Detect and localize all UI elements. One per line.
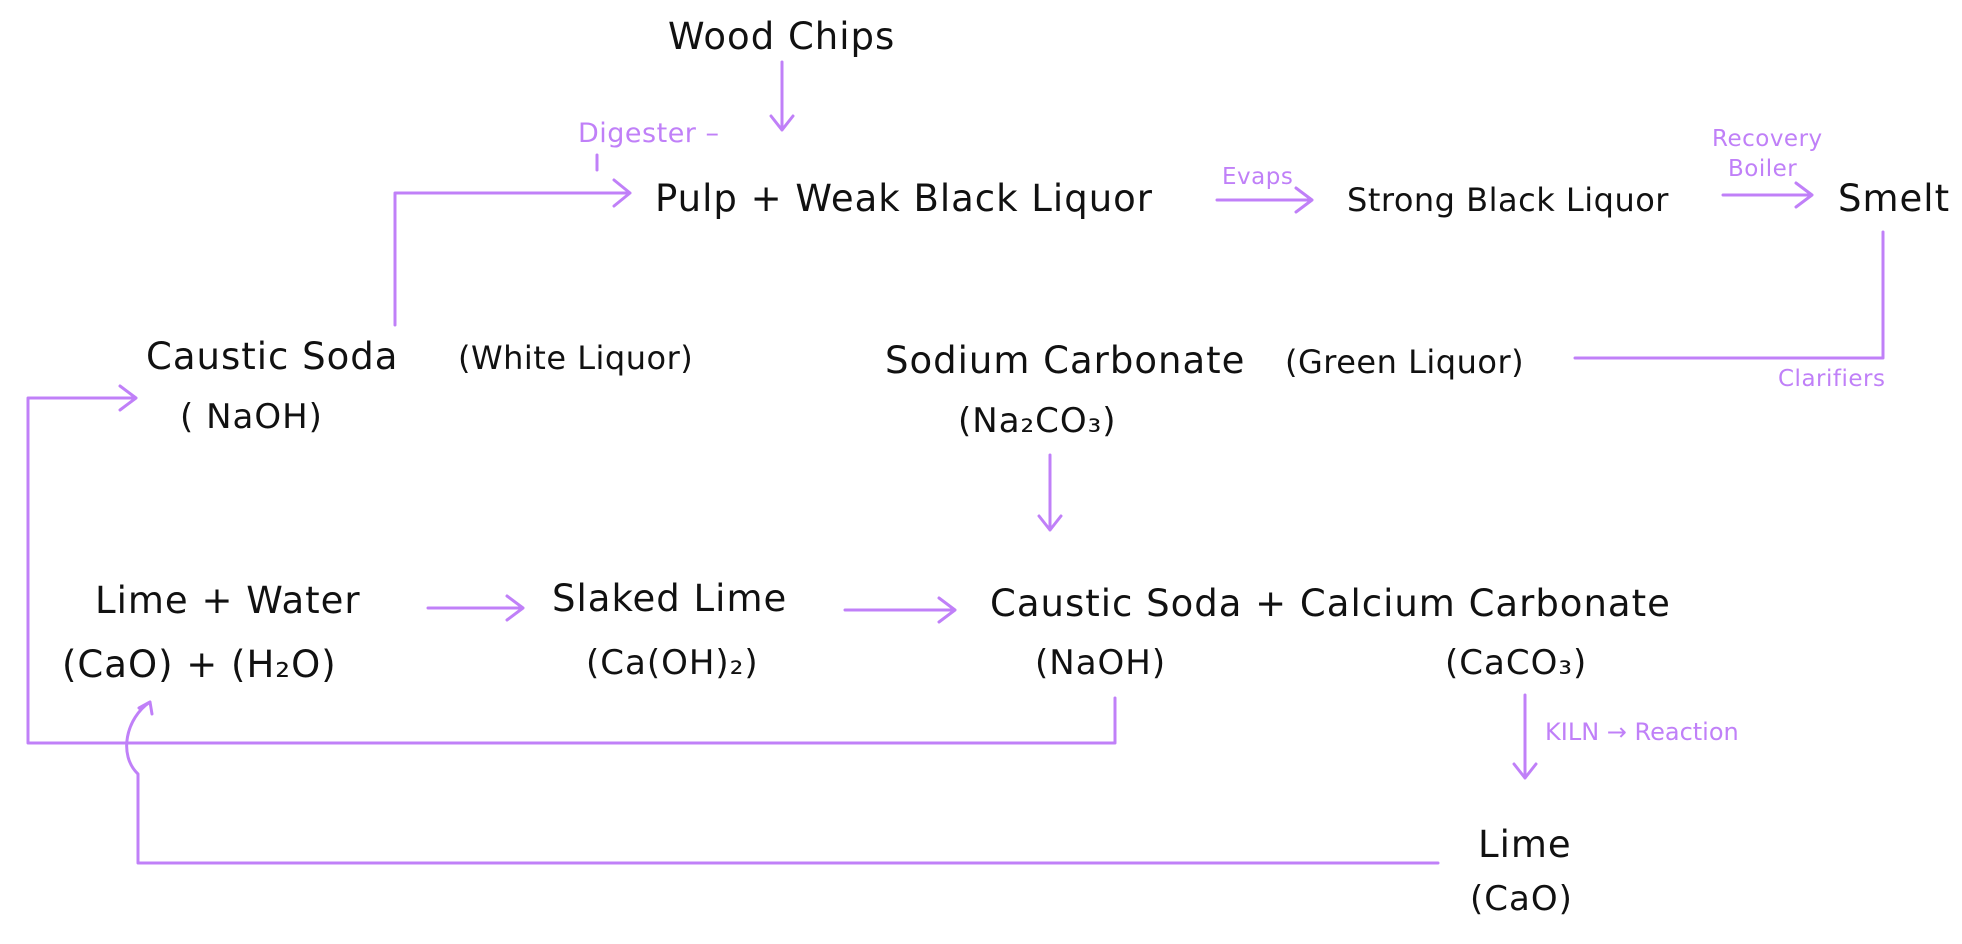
arrow-wood-to-digester [769,60,795,132]
node-slaked-lime-formula: (Ca(OH)₂) [586,643,759,683]
node-lime: Lime [1478,823,1572,866]
label-digester: Digester – [578,118,720,149]
node-green-liquor-label: (Green Liquor) [1285,343,1525,381]
line-clarifiers [1573,230,1885,360]
node-smelt: Smelt [1838,177,1951,220]
arrow-kiln [1512,693,1538,780]
node-caco3-formula: (CaCO₃) [1445,643,1588,683]
node-slaked-lime: Slaked Lime [552,577,788,620]
node-cao-formula: (CaO) [1470,879,1573,919]
label-clarifiers: Clarifiers [1778,366,1886,392]
label-recovery: Recovery [1712,126,1823,152]
arrow-to-caustic-soda [843,596,957,624]
label-evaps: Evaps [1222,164,1294,190]
node-caustic-soda-calcium-carbonate: Caustic Soda + Calcium Carbonate [990,582,1671,625]
node-lime-water-formula: (CaO) + (H₂O) [62,643,337,686]
node-naoh-white-formula: ( NaOH) [180,397,323,437]
label-boiler: Boiler [1728,156,1798,182]
arrow-white-liquor-to-digester [393,178,632,327]
label-kiln-reaction: KILN → Reaction [1545,718,1739,746]
node-white-liquor-label: (White Liquor) [458,339,694,377]
arrow-sodium-carbonate-down [1037,453,1063,532]
node-pulp-weak-black-liquor: Pulp + Weak Black Liquor [655,177,1153,220]
node-na2co3-formula: (Na₂CO₃) [958,401,1117,441]
arrow-naoh-recycle [26,384,1117,745]
arrow-evaps [1215,186,1314,214]
node-strong-black-liquor: Strong Black Liquor [1347,181,1669,219]
arrow-to-slaked-lime [426,594,525,622]
node-lime-water: Lime + Water [95,579,361,622]
node-sodium-carbonate: Sodium Carbonate [885,339,1246,382]
arrow-lime-recycle [125,700,1440,865]
flow-lines [26,60,1885,865]
node-wood-chips: Wood Chips [668,15,896,58]
node-caustic-soda-white: Caustic Soda [146,335,399,378]
node-naoh-formula: (NaOH) [1035,643,1167,683]
arrow-recovery-boiler [1721,181,1814,209]
